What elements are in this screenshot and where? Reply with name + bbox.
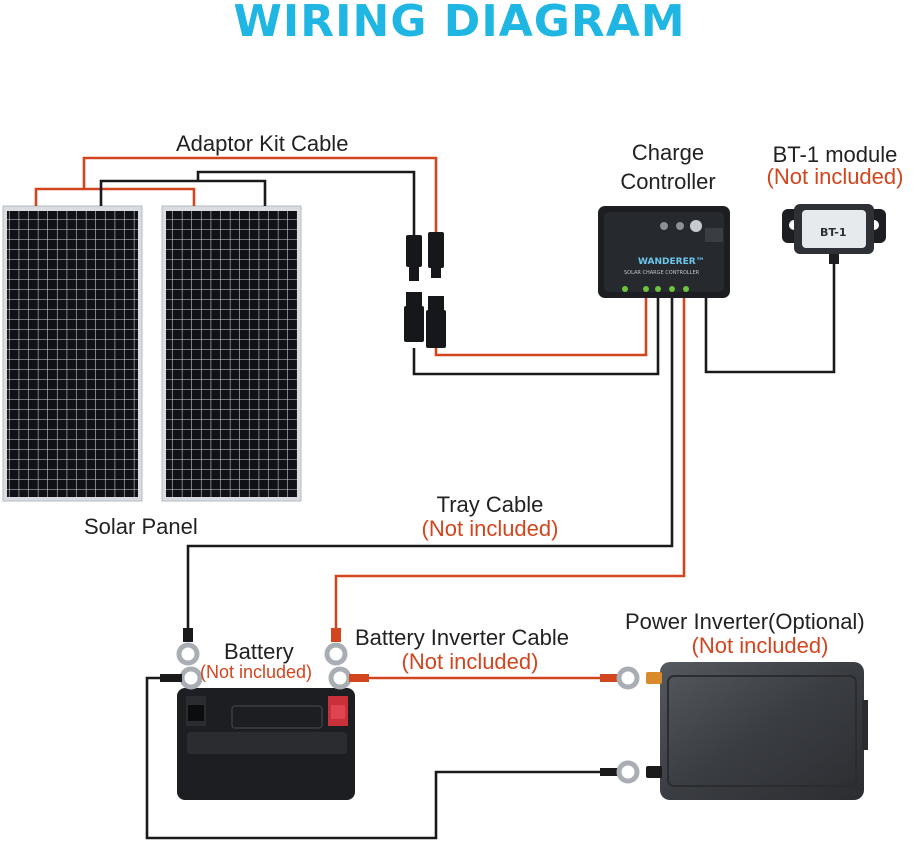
adaptor-kit-wires xyxy=(34,156,660,376)
battery-inverter-wires xyxy=(145,676,602,840)
charge-controller: WANDERER™ SOLAR CHARGE CONTROLLER xyxy=(598,206,730,298)
solar-panel-right xyxy=(161,205,302,502)
adaptor-kit-cable-label: Adaptor Kit Cable xyxy=(176,131,349,156)
controller-sub-text: SOLAR CHARGE CONTROLLER xyxy=(624,270,700,276)
power-inverter-note: (Not included) xyxy=(691,633,829,658)
power-inverter-label: Power Inverter(Optional) xyxy=(625,609,865,634)
bt1-cable xyxy=(704,264,836,374)
bt1-module-note: (Not included) xyxy=(766,164,904,189)
page-title: WIRING DIAGRAM xyxy=(233,0,686,47)
tray-cable-label: Tray Cable xyxy=(436,492,544,517)
power-inverter xyxy=(646,662,868,800)
bt1-module-label: BT-1 module xyxy=(772,142,898,167)
tray-cable-note: (Not included) xyxy=(421,516,559,541)
charge-controller-label-line2: Controller xyxy=(620,169,716,194)
controller-brand-text: WANDERER™ xyxy=(638,257,705,267)
charge-controller-label-line1: Charge xyxy=(631,140,705,165)
tray-cable-wires xyxy=(186,298,686,628)
inverter-lugs xyxy=(600,666,640,784)
battery-note: (Not included) xyxy=(200,662,313,682)
solar-panel-left xyxy=(2,205,143,502)
battery xyxy=(177,688,355,800)
battery-inverter-cable-note: (Not included) xyxy=(401,649,539,674)
solar-panel-label: Solar Panel xyxy=(84,514,198,539)
bt1-module: BT-1 xyxy=(782,204,886,264)
battery-inverter-cable-label: Battery Inverter Cable xyxy=(355,625,569,650)
mc4-connectors xyxy=(404,232,446,348)
bt1-face-text: BT-1 xyxy=(820,226,847,239)
battery-lugs xyxy=(160,628,369,690)
battery-label: Battery xyxy=(224,639,294,664)
